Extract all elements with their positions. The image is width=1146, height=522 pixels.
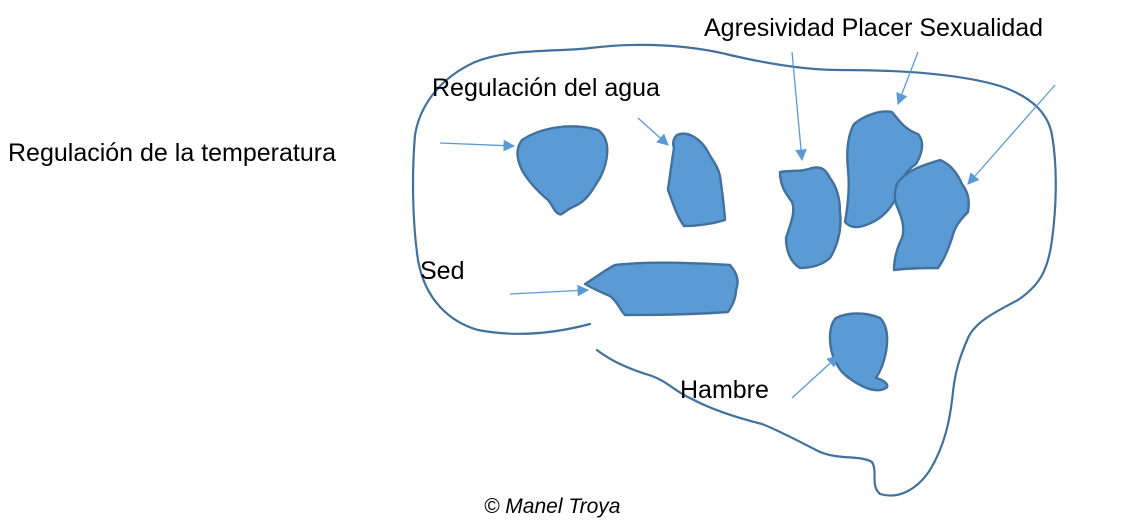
- label-hambre: Hambre: [680, 376, 769, 404]
- region-temperatura: [516, 125, 609, 216]
- label-sed: Sed: [420, 257, 465, 285]
- region-sed: [583, 261, 739, 317]
- label-agresividad-placer-sexualidad: Agresividad Placer Sexualidad: [704, 14, 1044, 42]
- arrow-agresividad: [791, 51, 807, 162]
- arrow-placer: [896, 51, 919, 106]
- copyright-credit: © Manel Troya: [484, 495, 621, 518]
- arrow-agua: [637, 117, 669, 146]
- label-agua: Regulación del agua: [432, 74, 660, 102]
- arrow-temperatura: [439, 139, 516, 152]
- arrow-hambre: [791, 355, 839, 399]
- region-hambre: [828, 312, 889, 392]
- region-agua: [666, 132, 727, 228]
- label-temperatura: Regulación de la temperatura: [8, 139, 336, 167]
- brain-outline-upper: [411, 43, 1057, 497]
- arrow-sed: [509, 284, 590, 297]
- arrow-sexualidad: [967, 84, 1056, 185]
- region-agresividad: [778, 166, 842, 270]
- region-sexualidad: [892, 158, 970, 272]
- brain-outline-lower: [595, 348, 822, 454]
